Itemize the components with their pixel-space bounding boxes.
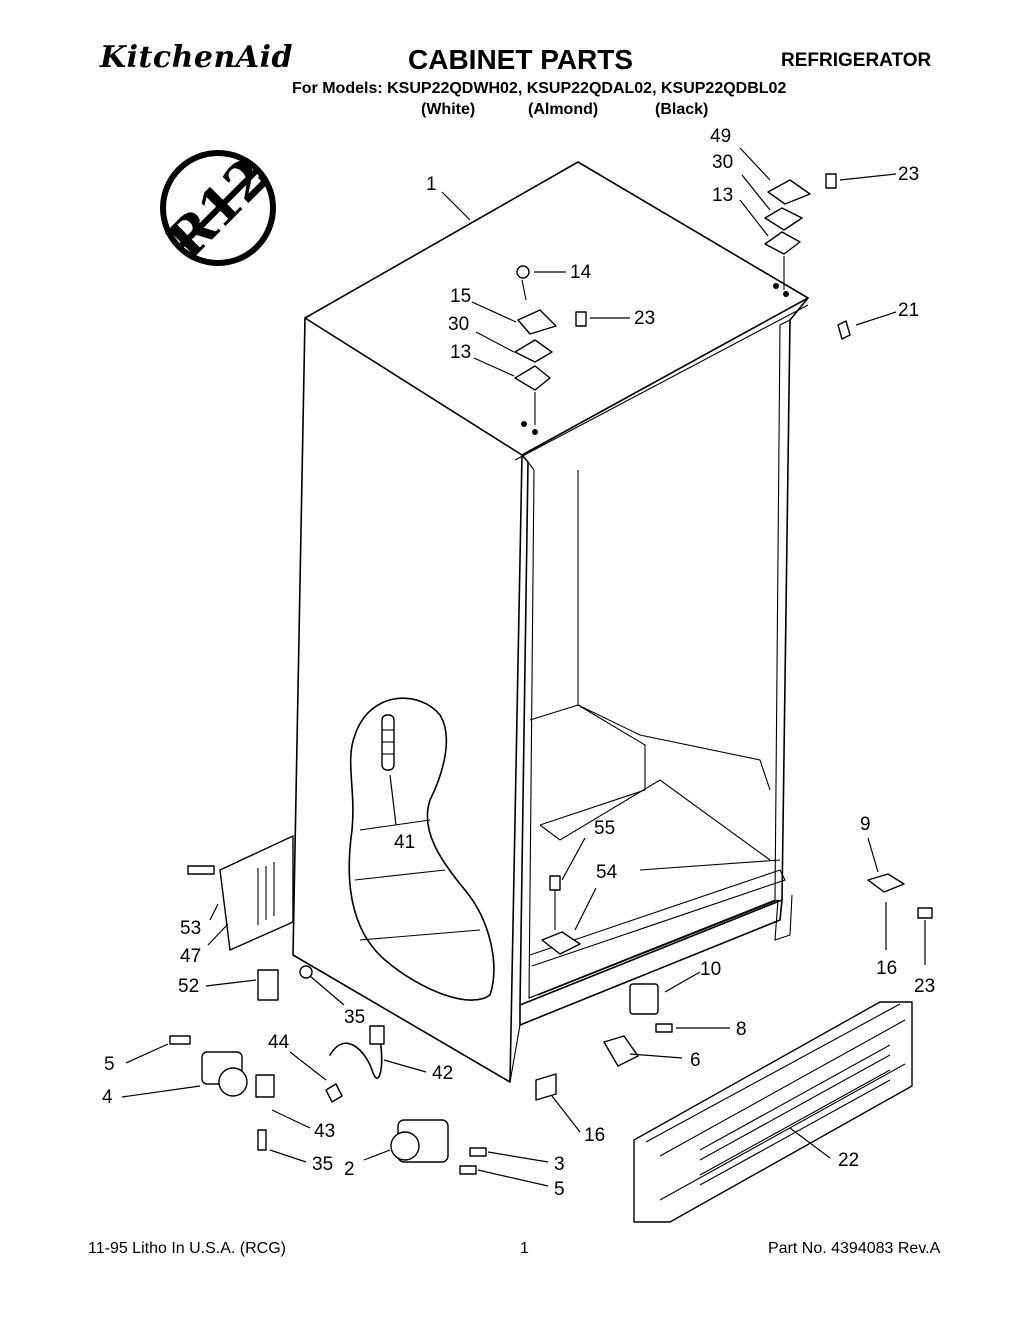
callout-5: 5 (554, 1179, 565, 1200)
color-label-white: (White) (421, 101, 476, 118)
callout-30: 30 (712, 152, 733, 173)
color-label-almond: (Almond) (528, 101, 599, 118)
lower-left-hinge (257, 965, 313, 1001)
wire-harness-42 (325, 1025, 385, 1103)
callout-3: 3 (554, 1154, 565, 1175)
callout-10: 10 (700, 959, 721, 980)
callout-13: 13 (712, 185, 733, 206)
callout-16: 16 (876, 958, 897, 979)
top-hinge-right (764, 173, 851, 340)
callout-49: 49 (710, 126, 731, 147)
bracket-group-6-8-10-16 (535, 983, 673, 1101)
top-hinge-center (514, 265, 587, 435)
page-title: CABINET PARTS (408, 44, 634, 75)
bracket-54-55 (541, 875, 581, 955)
callout-55: 55 (594, 818, 615, 839)
callout-8: 8 (736, 1019, 747, 1040)
roller-assembly-4 (169, 1035, 275, 1151)
leader-lines (121, 147, 926, 1187)
callout-53: 53 (180, 918, 201, 939)
callout-4: 4 (102, 1087, 113, 1108)
callout-13: 13 (450, 342, 471, 363)
callout-14: 14 (570, 262, 592, 283)
callout-labels: 1 49 30 13 23 14 15 30 13 23 21 41 55 54… (102, 126, 935, 1200)
callout-16: 16 (584, 1125, 605, 1146)
cabinet-body (292, 161, 809, 1083)
callout-47: 47 (180, 946, 201, 967)
callout-54: 54 (596, 862, 618, 883)
bracket-group-9-16-23 (867, 873, 933, 919)
callout-21: 21 (898, 300, 919, 321)
callout-23: 23 (634, 308, 655, 329)
callout-44: 44 (268, 1032, 290, 1053)
grille-22 (633, 1001, 913, 1223)
callout-15: 15 (450, 286, 471, 307)
callout-30: 30 (448, 314, 469, 335)
callout-23: 23 (898, 164, 919, 185)
tube-41 (381, 714, 395, 771)
brand-logo: KitchenAid (100, 40, 293, 75)
callout-42: 42 (432, 1063, 453, 1084)
callout-52: 52 (178, 976, 199, 997)
no-r12-badge: R12 (156, 146, 281, 271)
callout-6: 6 (690, 1050, 701, 1071)
callout-1: 1 (426, 174, 437, 195)
category-label: REFRIGERATOR (781, 50, 932, 71)
part-number: Part No. 4394083 Rev.A (768, 1240, 941, 1257)
page-number: 1 (520, 1240, 529, 1257)
left-panel-53-47 (187, 835, 294, 951)
models-line: For Models: KSUP22QDWH02, KSUP22QDAL02, … (292, 80, 787, 97)
callout-22: 22 (838, 1150, 859, 1171)
callout-9: 9 (860, 814, 871, 835)
color-label-black: (Black) (655, 101, 709, 118)
footer-litho: 11-95 Litho In U.S.A. (RCG) (88, 1240, 286, 1257)
callout-5: 5 (104, 1054, 115, 1075)
r12-text: R12 (156, 146, 281, 271)
callout-23: 23 (914, 976, 935, 997)
callout-41: 41 (394, 832, 415, 853)
callout-2: 2 (344, 1159, 355, 1180)
roller-assembly-2 (390, 1119, 487, 1175)
callout-35: 35 (312, 1154, 333, 1175)
callout-35: 35 (344, 1007, 365, 1028)
callout-43: 43 (314, 1121, 335, 1142)
